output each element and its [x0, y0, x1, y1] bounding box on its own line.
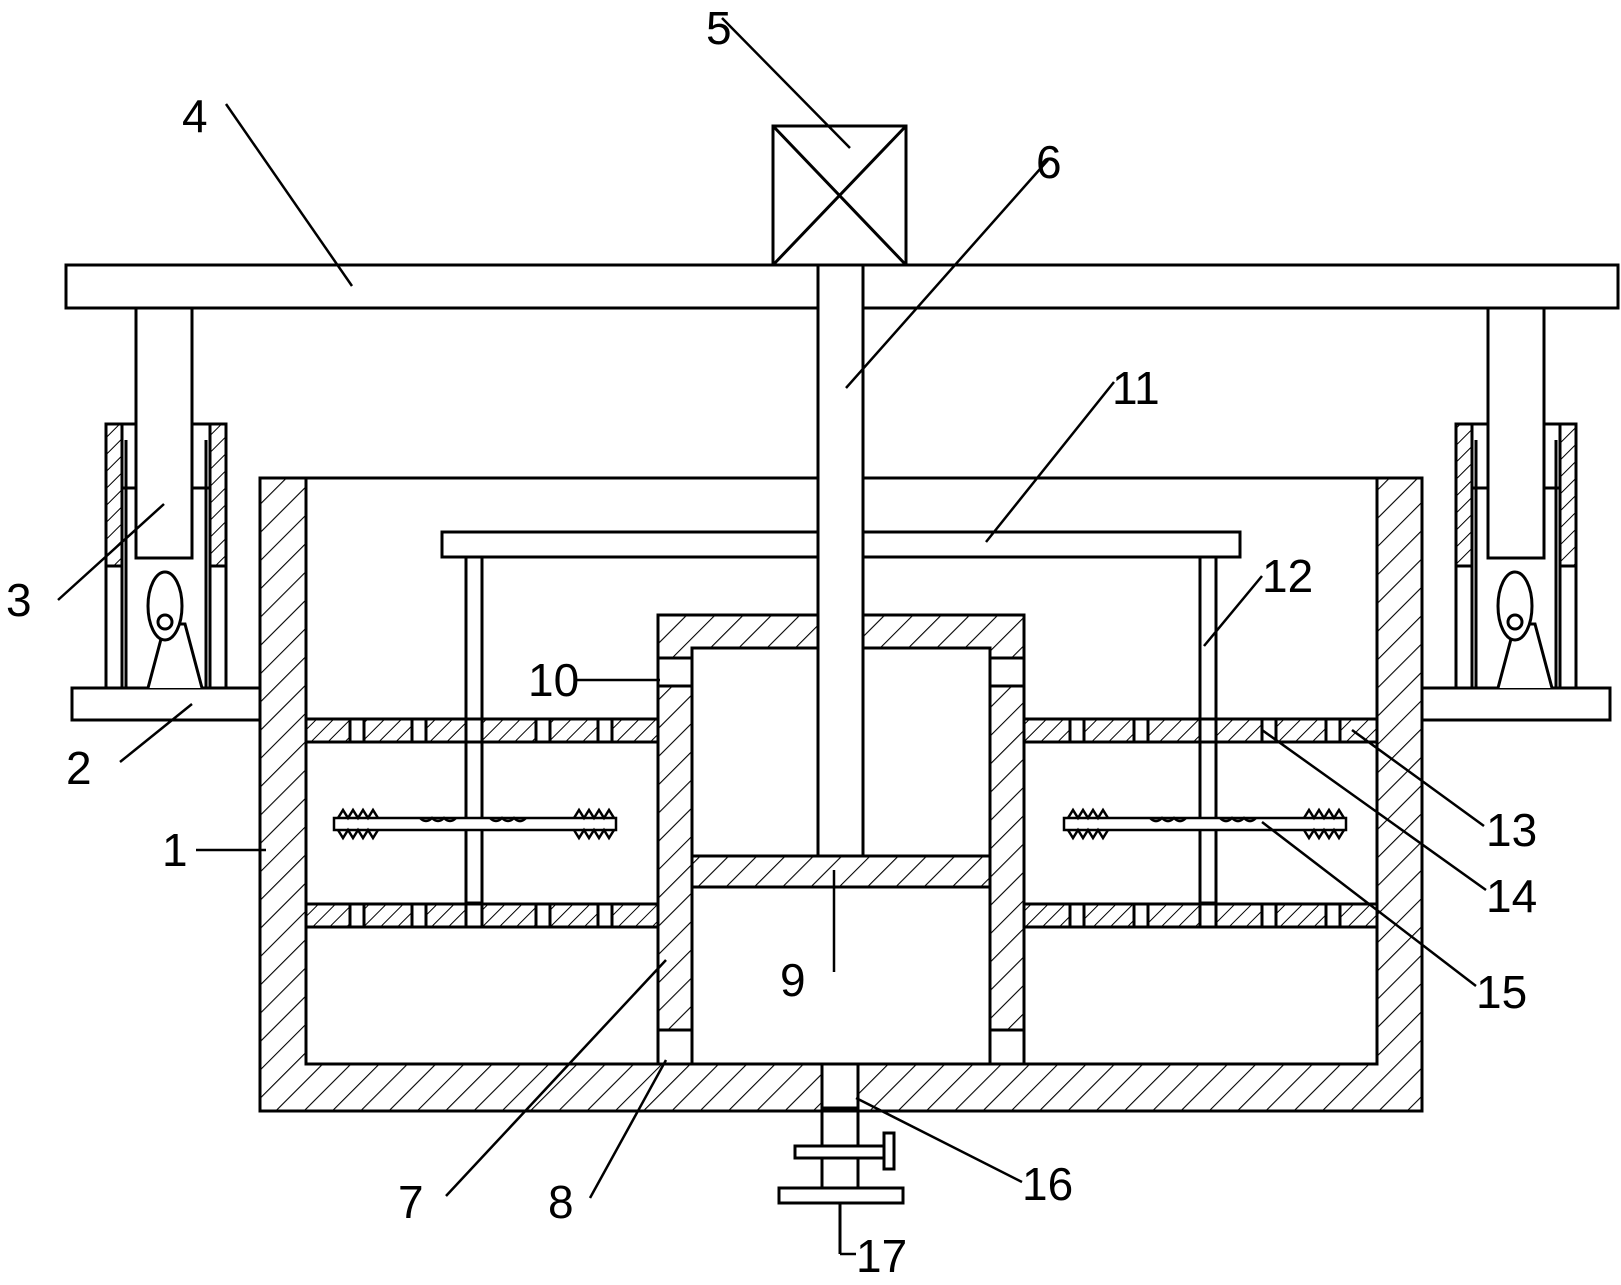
label-12: 12	[1262, 550, 1313, 602]
label-17: 17	[856, 1230, 907, 1280]
right-screens	[1022, 717, 1379, 929]
label-9: 9	[780, 954, 806, 1006]
label-16: 16	[1022, 1158, 1073, 1210]
label-4: 4	[182, 90, 208, 142]
motor	[771, 124, 908, 267]
label-7: 7	[398, 1176, 424, 1228]
label-10: 10	[528, 654, 579, 706]
label-14: 14	[1486, 870, 1537, 922]
label-11: 11	[1112, 362, 1160, 414]
right-bracket	[1420, 306, 1612, 722]
label-1: 1	[162, 824, 188, 876]
piston-plate	[690, 854, 992, 889]
right-brush	[1062, 807, 1348, 841]
part-labels: 1 2 3 4 5 6 7 8 9 10 11 12 13 14 15 16 1…	[6, 2, 1537, 1282]
label-13: 13	[1486, 804, 1537, 856]
central-shaft	[816, 263, 865, 858]
label-5: 5	[706, 2, 732, 54]
label-2: 2	[66, 742, 92, 794]
drain-valve	[777, 1062, 905, 1254]
crossbar	[440, 530, 1242, 905]
leader-lines	[57, 17, 1487, 1256]
label-6: 6	[1036, 136, 1062, 188]
label-15: 15	[1476, 966, 1527, 1018]
left-brush	[332, 807, 618, 841]
left-screens	[304, 717, 660, 929]
left-bracket	[70, 306, 262, 722]
label-8: 8	[548, 1176, 574, 1228]
label-3: 3	[6, 574, 32, 626]
